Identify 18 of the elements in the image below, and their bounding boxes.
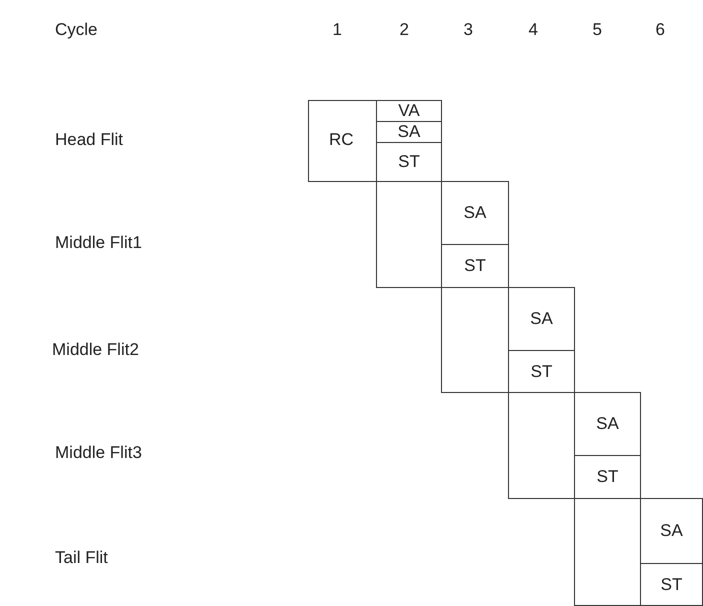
flit-timing-box	[574, 498, 703, 606]
row-label: Tail Flit	[55, 548, 108, 568]
row-label: Middle Flit2	[52, 340, 139, 360]
cycle-number: 2	[400, 20, 409, 40]
cycle-number: 6	[656, 20, 665, 40]
cycle-number: 1	[332, 20, 342, 40]
flit-timing-box	[308, 100, 442, 182]
row-label: Middle Flit1	[55, 233, 142, 253]
row-label: Middle Flit3	[55, 443, 142, 463]
cycle-number: 3	[464, 20, 473, 40]
column-header: Cycle	[55, 20, 98, 40]
row-label: Head Flit	[55, 130, 124, 150]
stage-label: RC	[329, 130, 354, 150]
flit-timing-box	[376, 181, 509, 288]
flit-timing-box	[508, 392, 641, 499]
cycle-number: 5	[592, 20, 602, 40]
flit-timing-box	[441, 287, 575, 393]
cycle-number: 4	[528, 20, 538, 40]
